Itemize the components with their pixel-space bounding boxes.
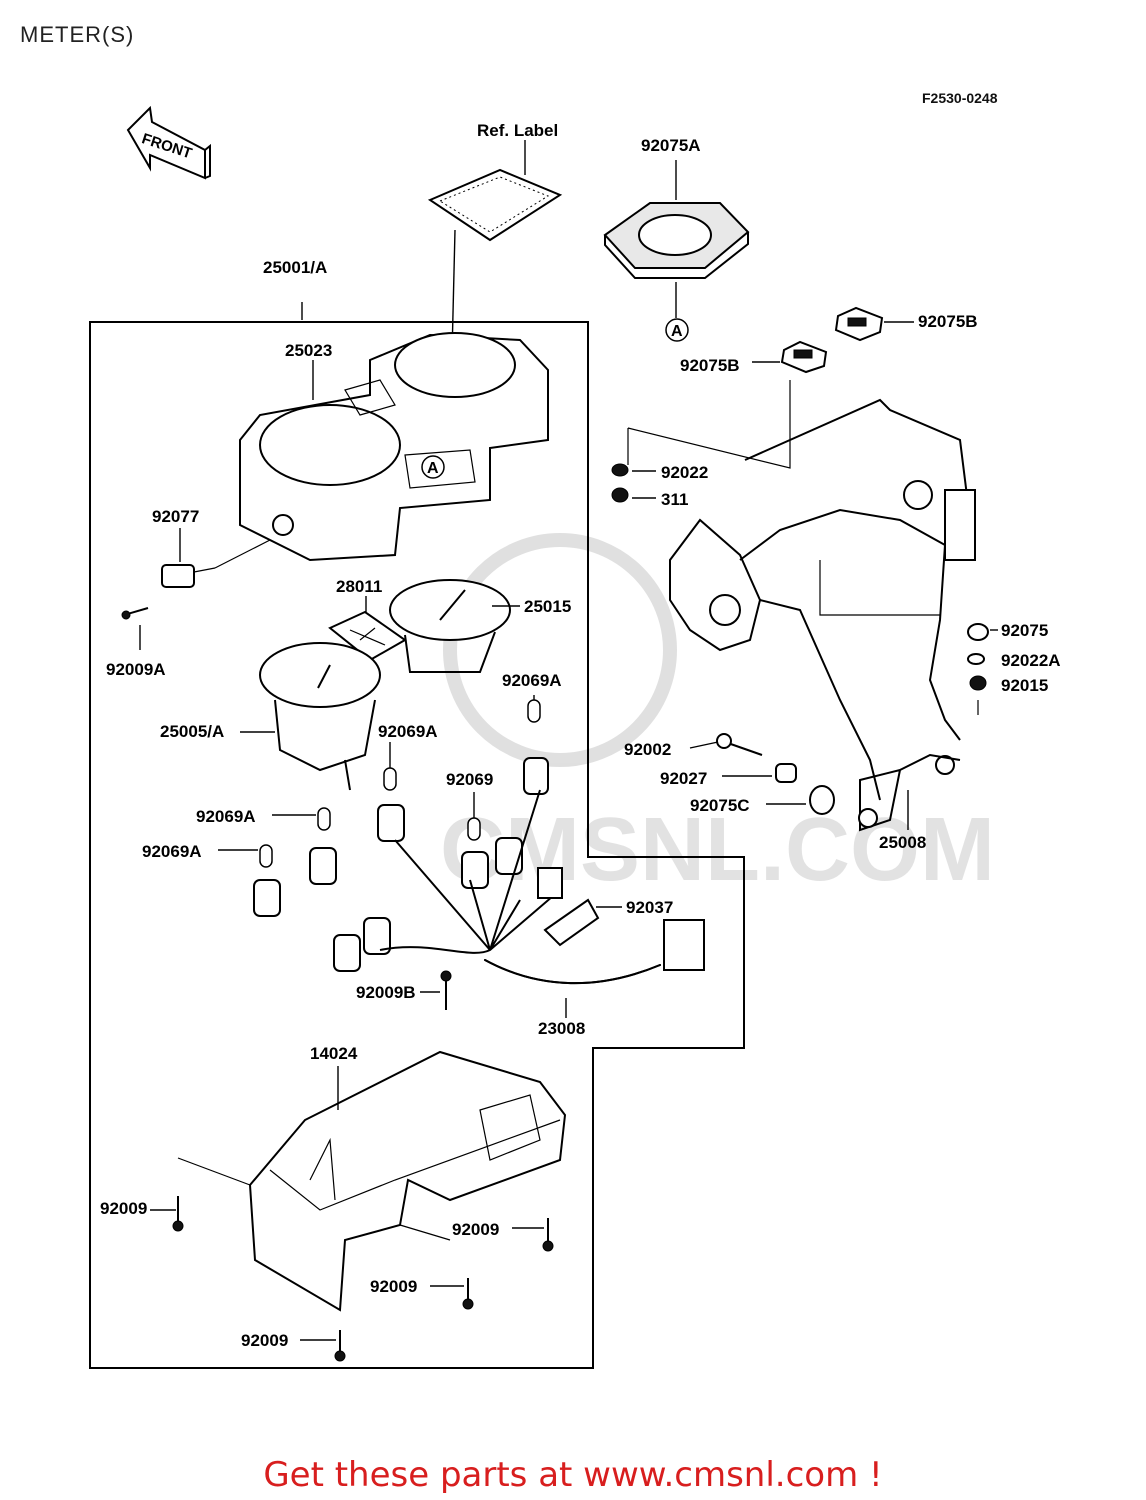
reference-circle-a-housing (421, 455, 445, 479)
label-92075: 92075 (1001, 621, 1048, 640)
label-14024: 14024 (310, 1044, 358, 1063)
label-92069a-2: 92069A (378, 722, 438, 741)
label-circle-a: A (671, 323, 683, 340)
label-92075b-mid: 92075B (680, 356, 740, 375)
label-92075a: 92075A (641, 136, 701, 155)
label-92009-3: 92009 (370, 1277, 417, 1296)
label-25015: 25015 (524, 597, 571, 616)
label-92009-2: 92009 (452, 1220, 499, 1239)
label-92075b-top: 92075B (918, 312, 978, 331)
label-25023: 25023 (285, 341, 332, 360)
grommet-92075 (967, 623, 998, 641)
washer-92022a (967, 653, 985, 665)
reference-circle-a (665, 318, 689, 342)
wire-harness-23008 (379, 789, 705, 1018)
label-92027: 92027 (660, 769, 707, 788)
label-25001a: 25001/A (263, 258, 327, 277)
page-title: METER(S) (20, 22, 135, 47)
label-92009b: 92009B (356, 983, 416, 1002)
label-92009a: 92009A (106, 660, 166, 679)
label-ref-label: Ref. Label (477, 121, 558, 140)
grommet-92075c (766, 785, 835, 815)
label-25005a: 25005/A (160, 722, 224, 741)
label-92069a-3: 92069A (196, 807, 256, 826)
front-label: FRONT (140, 130, 194, 162)
label-92009-1: 92009 (100, 1199, 147, 1218)
label-92022a: 92022A (1001, 651, 1061, 670)
label-92069a-1: 92069A (502, 671, 562, 690)
rubber-cap-92075b-mid (780, 340, 828, 374)
label-92077: 92077 (152, 507, 199, 526)
label-92015: 92015 (1001, 676, 1048, 695)
screw-92009b (440, 970, 452, 1010)
rubber-cap-92075b-top (834, 306, 884, 342)
label-25008: 25008 (879, 833, 926, 852)
front-arrow-icon: FRONT (126, 105, 211, 180)
nut-92022 (611, 463, 656, 477)
label-92037: 92037 (626, 898, 673, 917)
collar-92027 (722, 763, 797, 783)
diagram-code: F2530-0248 (922, 90, 998, 106)
gear-92077 (161, 528, 271, 588)
nut-311 (611, 487, 656, 503)
bracket-25008 (627, 380, 976, 832)
label-92075c: 92075C (690, 796, 750, 815)
gauge-25015 (389, 579, 520, 673)
bulb-sockets (218, 695, 549, 972)
assembly-outline (89, 321, 745, 1369)
gauge-25005a (240, 642, 381, 791)
label-circle-a-housing: A (427, 460, 439, 477)
label-92002: 92002 (624, 740, 671, 759)
label-28011: 28011 (336, 577, 382, 596)
label-92022: 92022 (661, 463, 708, 482)
screw-92009a (121, 607, 149, 650)
ref-label-sheet (427, 140, 563, 356)
label-92069: 92069 (446, 770, 493, 789)
bolt-92002 (689, 733, 763, 756)
grommet-92075a (603, 160, 750, 318)
label-311: 311 (661, 490, 688, 509)
nut-92015 (969, 675, 987, 715)
label-92009-4: 92009 (241, 1331, 288, 1350)
label-92069a-4: 92069A (142, 842, 202, 861)
label-23008: 23008 (538, 1019, 585, 1038)
meter-housing-25023 (239, 302, 549, 562)
meter-cover-14024 (177, 1050, 567, 1312)
footer-link[interactable]: Get these parts at www.cmsnl.com ! (263, 1455, 883, 1495)
cover-screws-92009 (172, 1196, 554, 1362)
